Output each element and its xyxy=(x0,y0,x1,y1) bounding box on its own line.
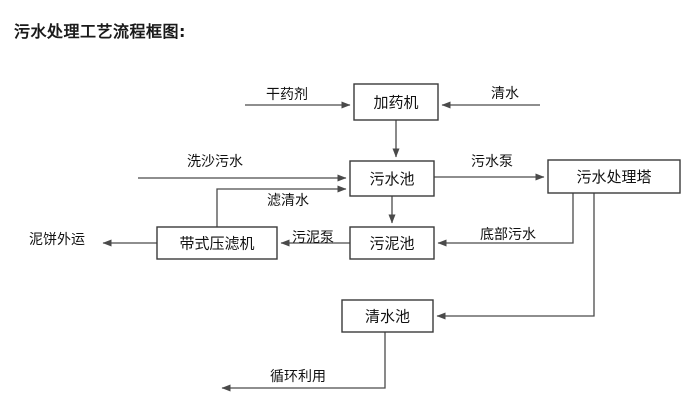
node-clear_pool[interactable]: 清水池 xyxy=(341,299,434,333)
node-box-clear_pool[interactable] xyxy=(341,299,434,333)
node-sludge_pool[interactable]: 污泥池 xyxy=(349,226,435,260)
node-belt_press[interactable]: 带式压滤机 xyxy=(156,226,278,260)
node-label-treat_tower: 污水处理塔 xyxy=(576,168,651,186)
node-box-sludge_pool[interactable] xyxy=(349,226,435,260)
edge-label-recycle_use: 循环利用 xyxy=(270,369,326,385)
node-label-sludge_pool: 污泥池 xyxy=(369,235,414,253)
node-box-belt_press[interactable] xyxy=(156,226,278,260)
edge-label-sludge_pump: 污泥泵 xyxy=(292,230,334,246)
edge-tower-to-clear-pool xyxy=(436,193,595,320)
edge-clear-pool-to-recycle xyxy=(221,332,386,392)
node-dosing[interactable]: 加药机 xyxy=(353,83,439,121)
node-sewage_pool[interactable]: 污水池 xyxy=(349,160,435,197)
node-box-dosing[interactable] xyxy=(353,83,439,121)
node-box-treat_tower[interactable] xyxy=(547,159,681,194)
edge-label-mud_cake_out: 泥饼外运 xyxy=(29,232,85,248)
edge-label-filtered_water: 滤清水 xyxy=(267,193,309,209)
edge-label-dry_chemical: 干药剂 xyxy=(266,87,308,103)
edge-label-clean_water: 清水 xyxy=(491,86,519,102)
edge-label-bottom_sewage: 底部污水 xyxy=(480,227,536,243)
node-label-belt_press: 带式压滤机 xyxy=(179,235,254,253)
edges-layer xyxy=(102,101,595,392)
edge-label-sand_sewage: 洗沙污水 xyxy=(187,154,243,170)
node-label-clear_pool: 清水池 xyxy=(365,308,410,326)
edge-tower-to-sludge-pool xyxy=(437,193,574,247)
node-treat_tower[interactable]: 污水处理塔 xyxy=(547,159,681,194)
edge-filtered-to-sewage-pool xyxy=(216,185,347,227)
node-box-sewage_pool[interactable] xyxy=(349,160,435,197)
edge-label-sewage_pump: 污水泵 xyxy=(471,154,513,170)
node-label-sewage_pool: 污水池 xyxy=(369,170,414,188)
page-title: 污水处理工艺流程框图: xyxy=(14,22,186,41)
node-label-dosing: 加药机 xyxy=(373,94,418,112)
